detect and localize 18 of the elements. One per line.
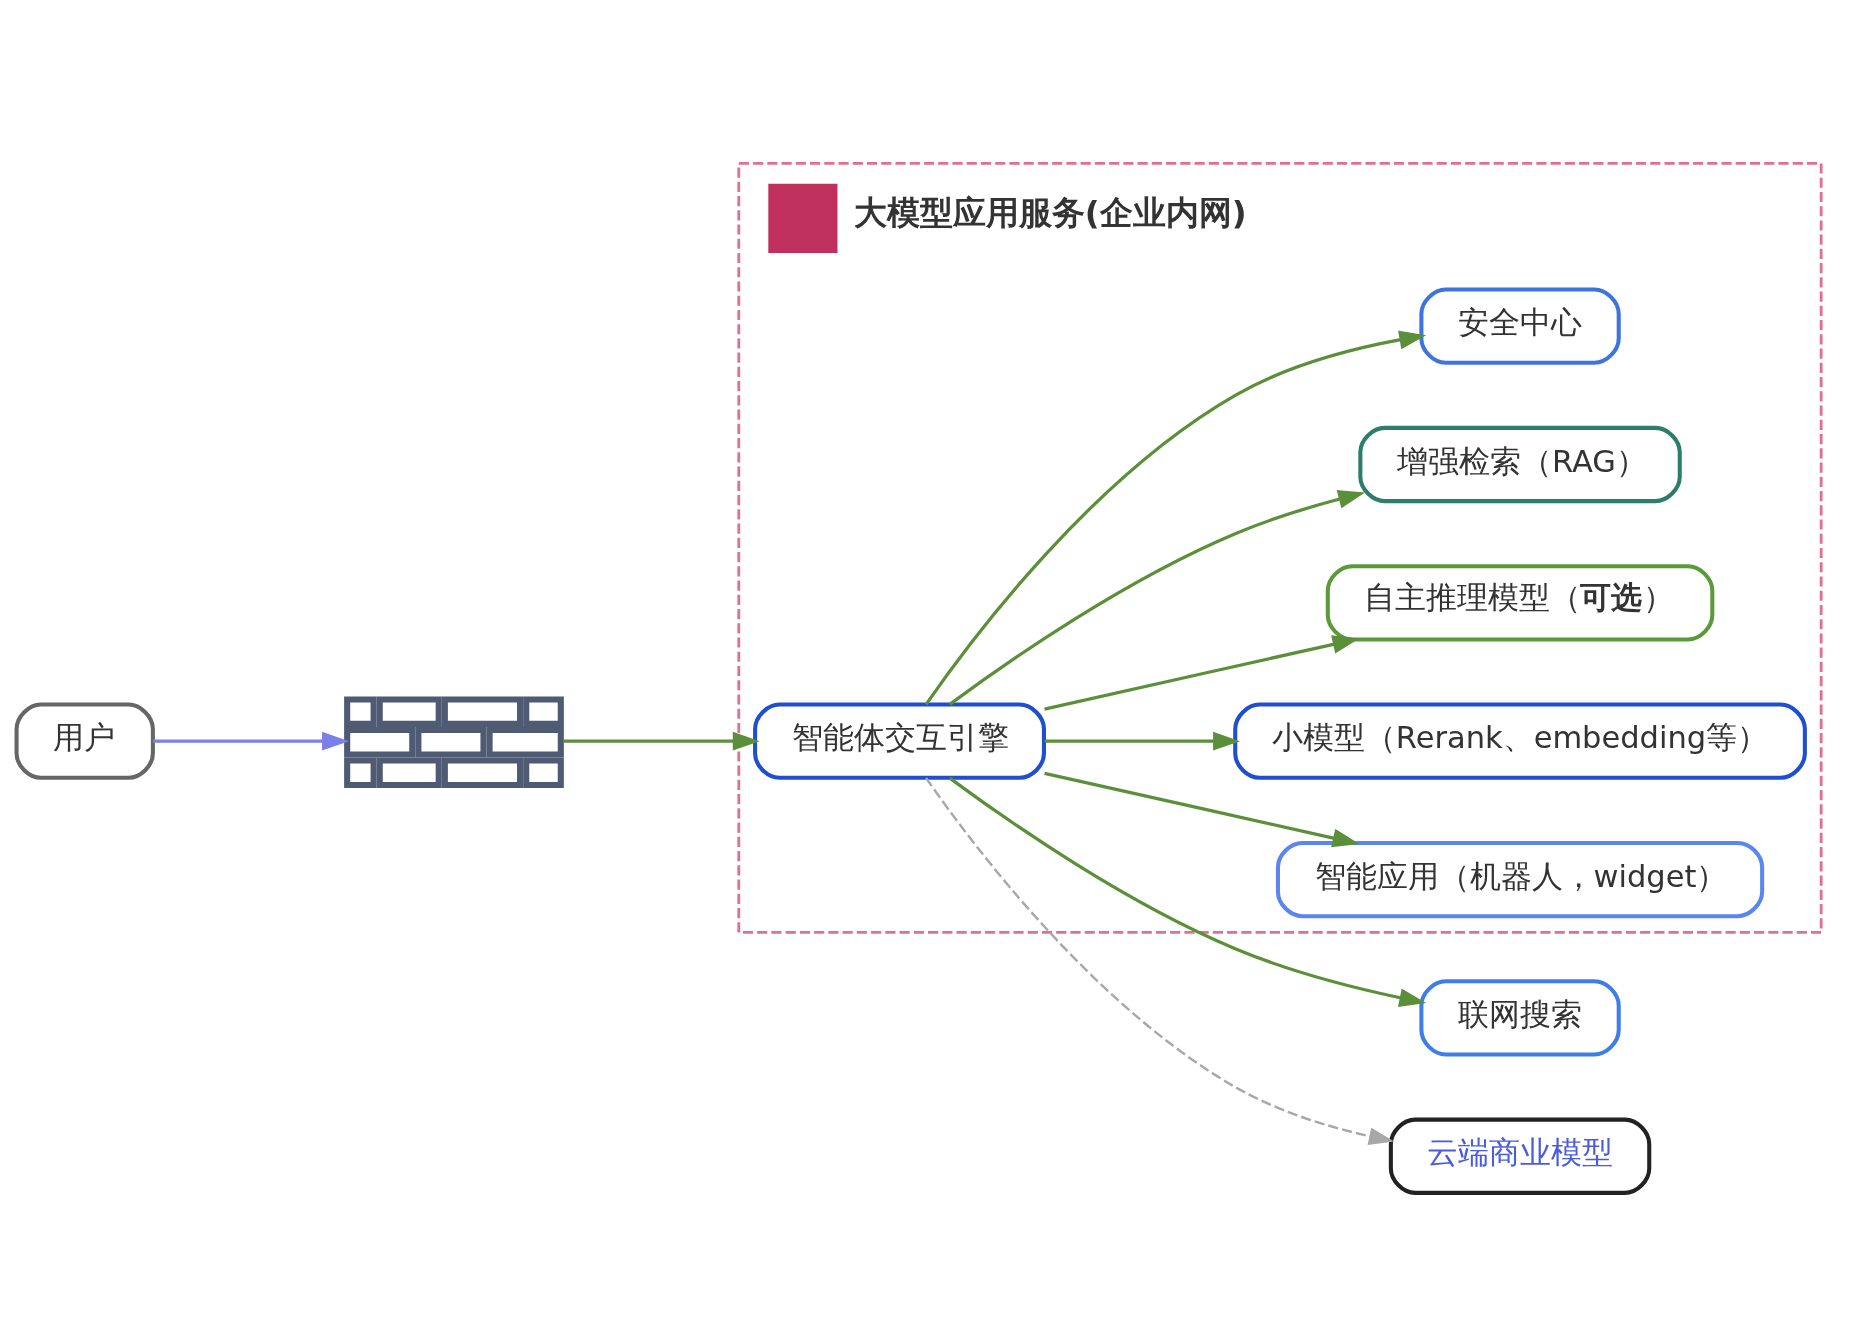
node-box: 云端商业模型	[1388, 1117, 1652, 1195]
node-box: 安全中心	[1419, 287, 1621, 365]
arrow	[564, 731, 760, 751]
arrow	[152, 731, 349, 751]
node-box: 智能应用（机器人，widget）	[1275, 840, 1765, 919]
arrow	[1044, 771, 1360, 848]
node-box: 自主推理模型（可选）	[1325, 564, 1715, 642]
node-box: 增强检索（RAG）	[1358, 425, 1682, 504]
node-box: 智能体交互引擎	[753, 702, 1046, 780]
node-box: 用户	[14, 702, 155, 780]
arrow	[1044, 731, 1240, 751]
arrow	[948, 776, 1427, 1007]
node-box: 联网搜索	[1419, 979, 1621, 1057]
arrow	[924, 330, 1427, 706]
node-box: 小模型（Rerank、embedding等）	[1233, 702, 1807, 780]
arrow	[1044, 635, 1360, 711]
arrow	[948, 490, 1366, 706]
arrow	[925, 777, 1395, 1145]
